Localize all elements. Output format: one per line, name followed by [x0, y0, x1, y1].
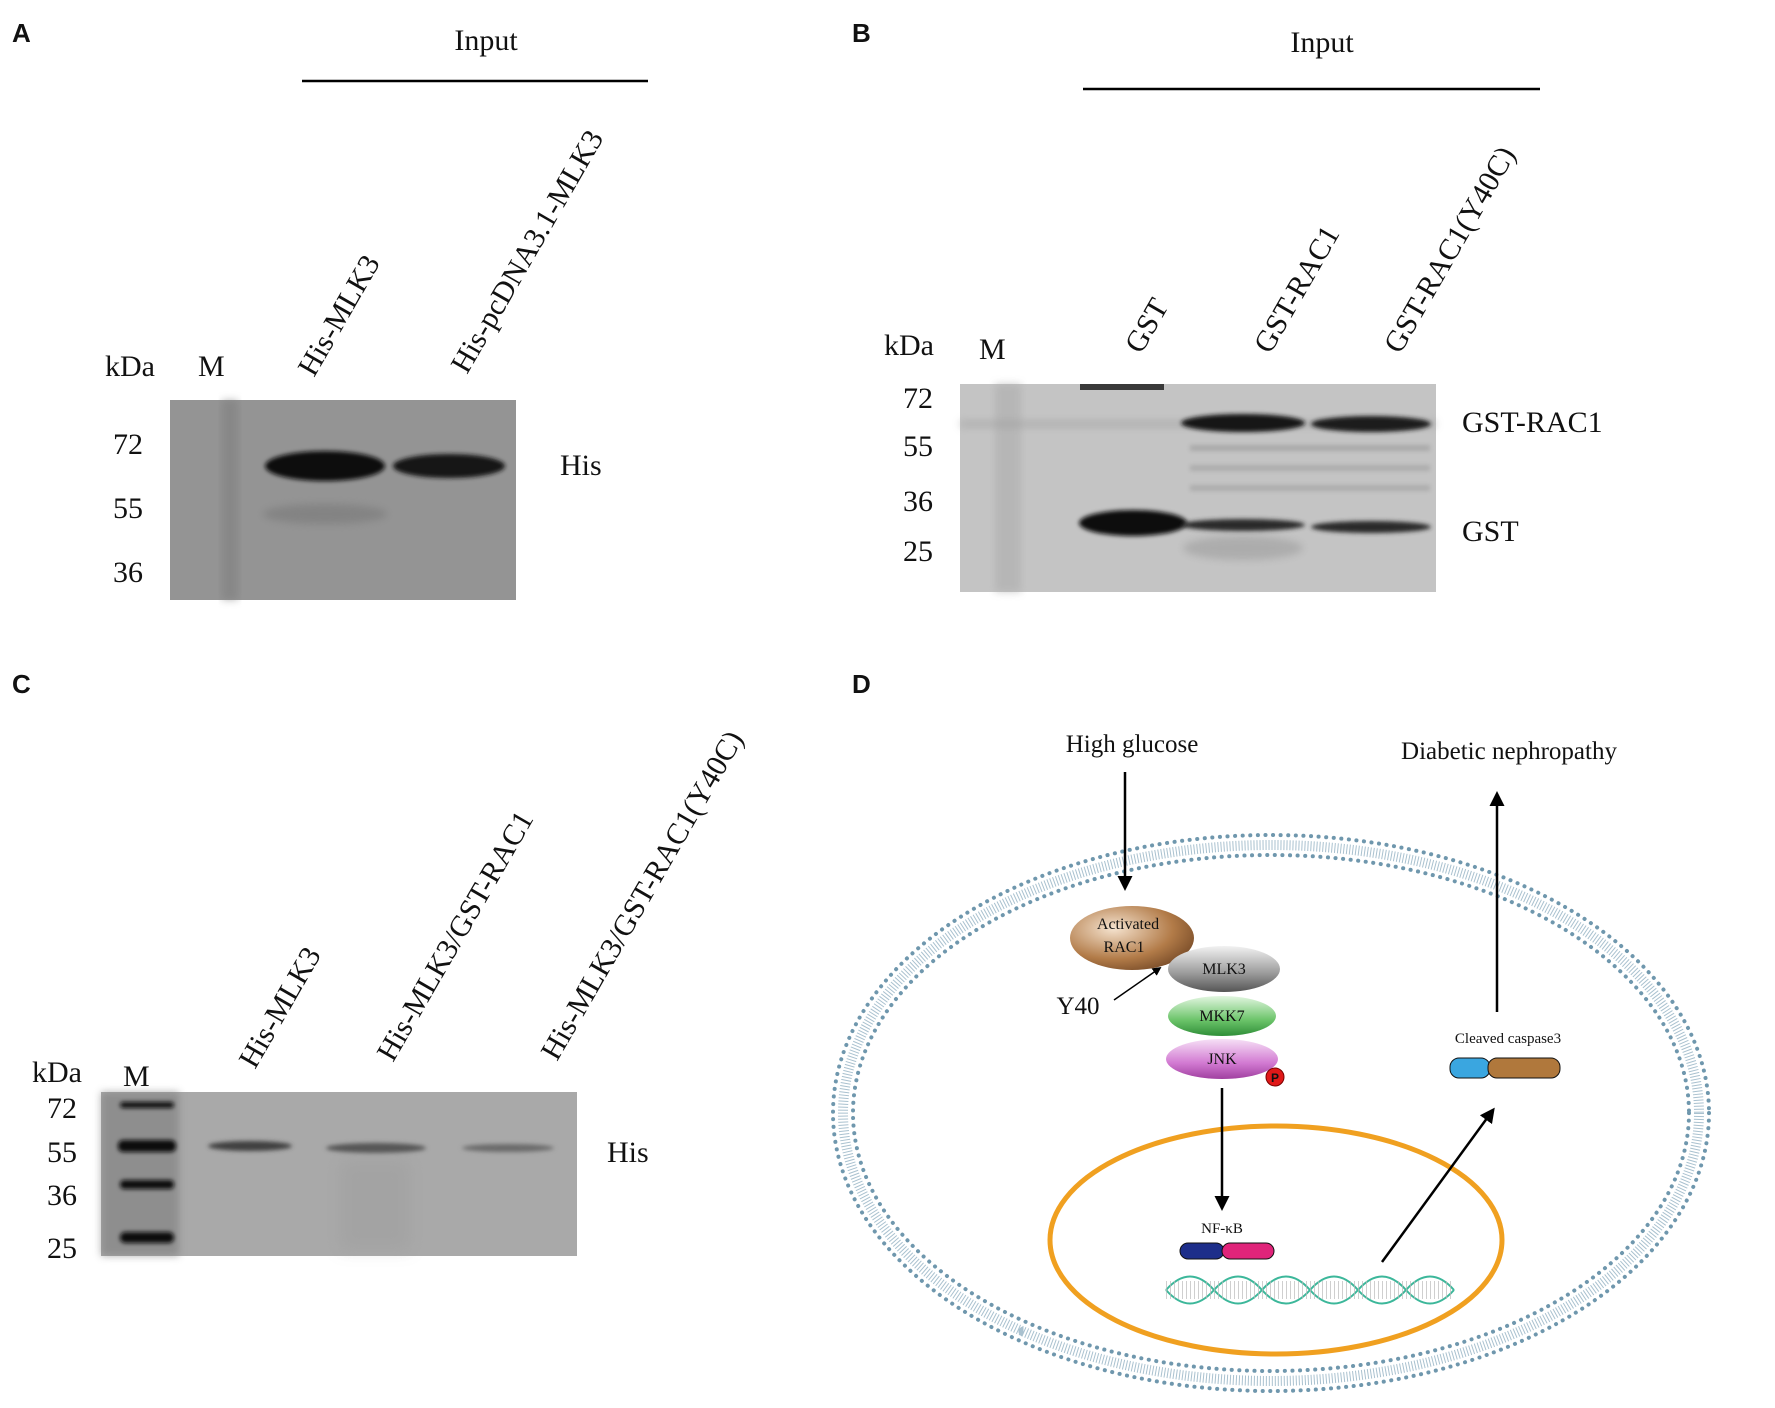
dna-helix [1165, 1275, 1455, 1305]
panel-b-lane-label: GST [1118, 293, 1175, 359]
cell-membrane-outer [831, 833, 1711, 1393]
mlk3-protein [1168, 946, 1280, 992]
rac1-label: RAC1 [1104, 939, 1145, 956]
panel-c-ladder-band [120, 1102, 174, 1108]
panel-c: C kDa M His-MLK3 His-MLK3/GST-RAC1 His-M… [12, 669, 750, 1265]
panel-b-band [1311, 416, 1431, 432]
panel-a-lane-label: His-pcDNA3.1-MLK3 [444, 125, 610, 379]
panel-c-ladder-label: 36 [47, 1179, 77, 1212]
panel-b-faint-band [1190, 465, 1430, 471]
cell-membrane-inner [851, 853, 1691, 1373]
panel-a-band [265, 451, 385, 481]
mkk7-label: MKK7 [1199, 1008, 1244, 1025]
mlk3-label: MLK3 [1202, 961, 1246, 978]
caspase-label: Cleaved caspase3 [1455, 1031, 1561, 1047]
panel-b-band [1311, 521, 1431, 533]
cell-membrane-tails [838, 840, 1704, 1386]
nfkb-subunit [1179, 1242, 1225, 1260]
panel-a-ladder-label: 72 [113, 428, 143, 461]
nfkb-label: NF-κB [1201, 1221, 1243, 1237]
panel-b-lane-label: GST-RAC1 [1247, 220, 1346, 358]
panel-c-smear [340, 1160, 410, 1250]
panel-c-ladder-label: 55 [47, 1136, 77, 1169]
panel-b-band-label: GST [1462, 515, 1519, 548]
panel-c-band [326, 1143, 426, 1153]
panel-c-band-label: His [607, 1136, 649, 1169]
panel-b-kda-label: kDa [884, 329, 934, 362]
panel-c-kda-label: kDa [32, 1056, 82, 1089]
panel-d: D High glucose Diabetic nephropathy Acti… [831, 669, 1711, 1393]
panel-c-ladder-band [120, 1232, 174, 1243]
panel-a-gel-sheen [170, 400, 516, 600]
panel-b-ladder-label: 36 [903, 485, 933, 518]
panel-b-faint-band [1190, 485, 1430, 491]
rac1-label: Activated [1097, 916, 1159, 933]
panel-c-lane-label: His-MLK3/GST-RAC1(Y40C) [534, 725, 750, 1065]
panel-b-ladder-label: 55 [903, 430, 933, 463]
panel-c-ladder-label: 25 [47, 1232, 77, 1265]
panel-b-band [1181, 414, 1305, 432]
panel-a-band [393, 454, 505, 478]
phospho-label: P [1271, 1071, 1279, 1085]
panel-c-marker-label: M [123, 1060, 150, 1093]
nfkb-subunit [1221, 1242, 1275, 1260]
panel-c-band [462, 1144, 554, 1152]
rac1-protein [1070, 906, 1194, 970]
panel-c-ladder-label: 72 [47, 1092, 77, 1125]
panel-b-ladder-label: 72 [903, 382, 933, 415]
panel-a-ladder-label: 55 [113, 492, 143, 525]
jnk-protein [1166, 1039, 1278, 1079]
arrow-y40 [1113, 966, 1162, 1001]
jnk-label: JNK [1207, 1051, 1237, 1068]
panel-b-band [1181, 519, 1305, 531]
panel-a-band-label: His [560, 449, 602, 482]
nucleus [1047, 1123, 1505, 1357]
panel-b-ladder-label: 25 [903, 535, 933, 568]
panel-b-input-label: Input [1290, 26, 1354, 59]
panel-a-lane-label: His-MLK3 [291, 250, 386, 382]
panel-b-marker-label: M [979, 333, 1006, 366]
panel-b-letter: B [852, 18, 871, 48]
panel-c-gel [101, 1092, 577, 1256]
panel-a-input-label: Input [454, 24, 518, 57]
panel-b-marker-lane [995, 384, 1021, 592]
y40-label: Y40 [1056, 993, 1099, 1020]
outcome-label: Diabetic nephropathy [1401, 738, 1617, 765]
panel-a-faint-band [263, 504, 387, 524]
panel-c-lane-label: His-MLK3/GST-RAC1 [370, 806, 540, 1067]
arrow-dna-to-caspase [1380, 1107, 1495, 1263]
panel-a-ladder-label: 36 [113, 556, 143, 589]
panel-c-ladder-band [120, 1180, 174, 1189]
panel-b-lane-label: GST-RAC1(Y40C) [1377, 141, 1522, 359]
panel-b-well [1080, 384, 1164, 390]
panel-a: A Input kDa M His-MLK3 His-pcDNA3.1-MLK3… [12, 18, 648, 600]
panel-b-faint-band [1183, 536, 1303, 560]
panel-b-band-label: GST-RAC1 [1462, 406, 1603, 439]
stimulus-label: High glucose [1066, 731, 1199, 758]
panel-a-marker-lane [222, 400, 238, 600]
panel-c-ladder-band [118, 1140, 176, 1152]
panel-c-letter: C [12, 669, 31, 699]
mkk7-protein [1168, 996, 1276, 1036]
panel-c-lane-label: His-MLK3 [232, 942, 327, 1074]
caspase-subunit [1487, 1057, 1561, 1079]
panel-a-marker-label: M [198, 350, 225, 383]
panel-a-kda-label: kDa [105, 350, 155, 383]
panel-c-marker-lane [101, 1092, 179, 1256]
phospho-icon [1265, 1067, 1285, 1087]
panel-c-band [208, 1141, 292, 1151]
panel-b: B Input kDa M GST GST-RAC1 GST-RAC1(Y40C… [852, 18, 1603, 592]
panel-b-band [1079, 510, 1187, 536]
panel-b-faint-band [1190, 445, 1430, 451]
panel-a-letter: A [12, 18, 31, 48]
caspase-subunit [1449, 1057, 1491, 1079]
panel-d-letter: D [852, 669, 871, 699]
